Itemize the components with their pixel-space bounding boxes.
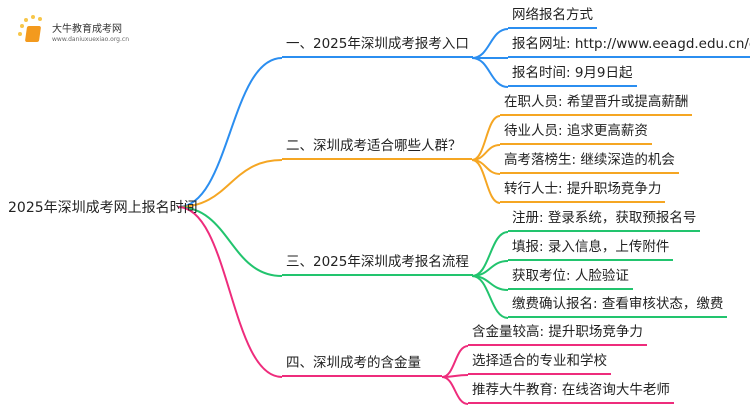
root-topic[interactable]: 2025年深圳成考网上报名时间 <box>8 200 198 216</box>
logo: 大牛教育成考网 www.daniuxuexiao.org.cn <box>18 14 138 50</box>
branch-topic-2[interactable]: 二、深圳成考适合哪些人群？ <box>282 137 472 160</box>
subtopic[interactable]: 选择适合的专业和学校 <box>468 352 611 375</box>
branch-1-connector-1 <box>471 28 509 59</box>
subtopic[interactable]: 报名网址: http://www.eeagd.edu.cn/cr <box>508 35 750 58</box>
subtopic[interactable]: 网络报名方式 <box>508 6 597 29</box>
subtopic[interactable]: 含金量较高: 提升职场竞争力 <box>468 323 647 346</box>
subtopic[interactable]: 高考落榜生: 继续深造的机会 <box>500 151 679 174</box>
root-connector-3 <box>177 206 283 277</box>
subtopic[interactable]: 获取考位: 人脸验证 <box>508 267 633 290</box>
subtopic[interactable]: 注册: 登录系统，获取预报名号 <box>508 209 701 232</box>
branch-4-connector-3 <box>441 376 469 405</box>
subtopic[interactable]: 缴费确认报名: 查看审核状态，缴费 <box>508 295 728 318</box>
subtopic[interactable]: 推荐大牛教育: 在线咨询大牛老师 <box>468 381 674 404</box>
branch-4-connector-1 <box>441 345 469 378</box>
root-connector-2 <box>177 159 283 208</box>
subtopic[interactable]: 转行人士: 提升职场竞争力 <box>500 180 666 203</box>
root-connector-4 <box>177 206 283 378</box>
subtopic[interactable]: 报名时间: 9月9日起 <box>508 64 637 87</box>
branch-3-connector-4 <box>471 275 509 319</box>
logo-url: www.daniuxuexiao.org.cn <box>52 36 129 43</box>
subtopic[interactable]: 在职人员: 希望晋升或提高薪酬 <box>500 93 693 116</box>
book-icon <box>24 26 42 42</box>
branch-2-connector-4 <box>471 159 501 204</box>
branch-topic-1[interactable]: 一、2025年深圳成考报考入口 <box>282 35 473 58</box>
root-connector-1 <box>177 57 283 208</box>
subtopic[interactable]: 填报: 录入信息，上传附件 <box>508 238 674 261</box>
logo-name: 大牛教育成考网 <box>52 24 122 35</box>
branch-topic-4[interactable]: 四、深圳成考的含金量 <box>282 354 442 377</box>
branch-topic-3[interactable]: 三、2025年深圳成考报名流程 <box>282 253 473 276</box>
branch-1-connector-3 <box>471 57 509 88</box>
subtopic[interactable]: 待业人员: 追求更高薪资 <box>500 122 652 145</box>
